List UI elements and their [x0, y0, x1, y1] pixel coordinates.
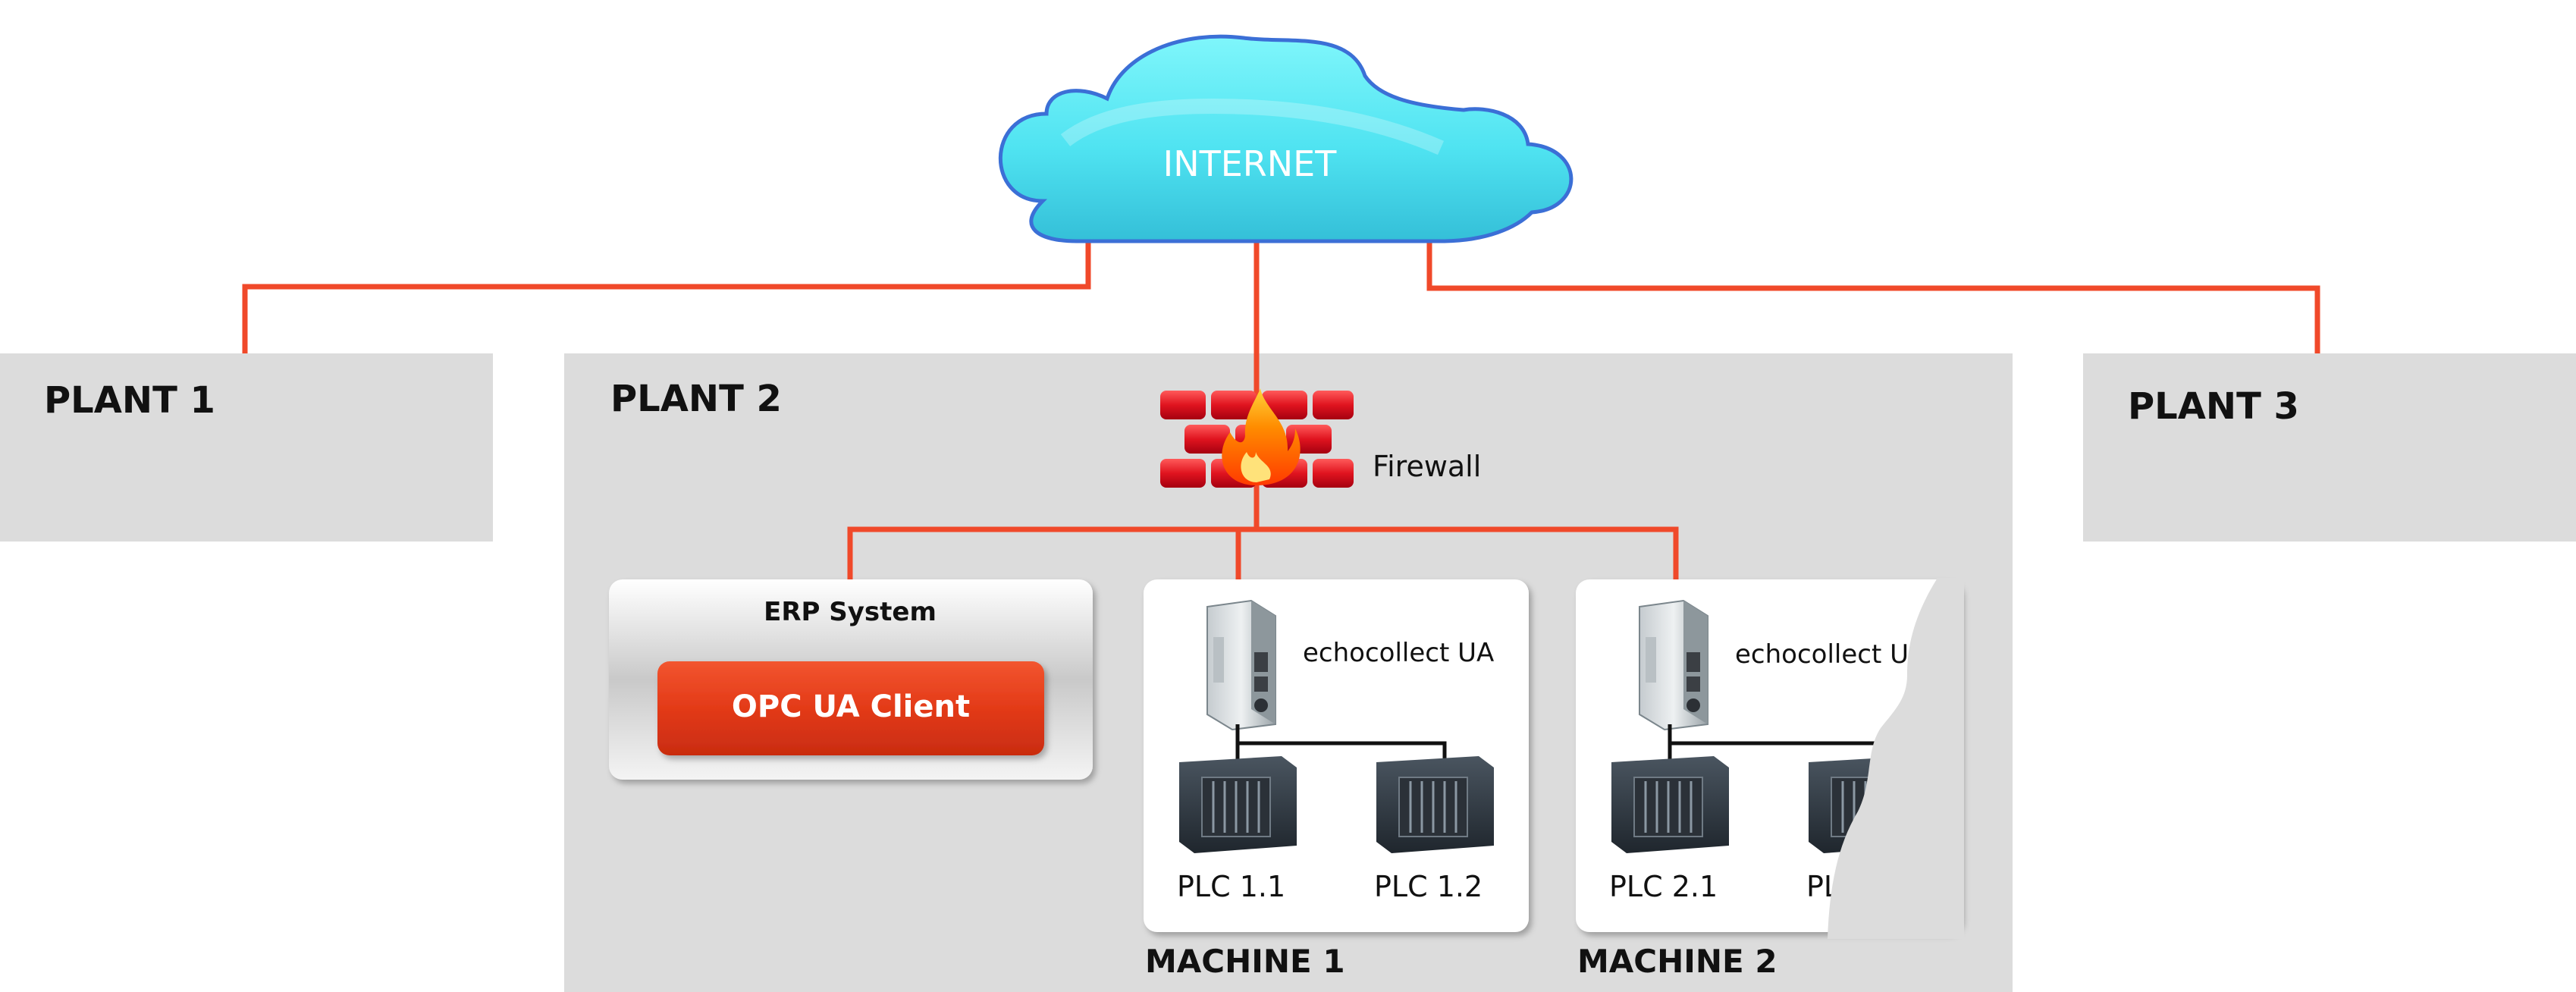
plc-label: PLC 1.1 [1177, 870, 1285, 903]
machine-2-panel: echocollect UA PLC 2.1 PL [1576, 578, 1964, 939]
firewall-icon [1160, 388, 1354, 488]
machine-1-panel: echocollect UA PLC 1.1 PLC 1.2 [1144, 579, 1529, 932]
plant-1-title: PLANT 1 [44, 379, 215, 422]
erp-system-title: ERP System [764, 597, 937, 627]
internet-label: INTERNET [1163, 143, 1338, 184]
plc-icon [1376, 756, 1494, 853]
machine-2-title: MACHINE 2 [1577, 943, 1777, 980]
line-cloud-to-plant-1 [242, 241, 1091, 353]
line-lan-bus [847, 526, 1679, 610]
line-cloud-to-plant-3 [1426, 241, 2320, 353]
echocollect-ua-device-icon [1206, 599, 1276, 731]
plc-bus [1238, 741, 1447, 762]
plc-label: PLC 1.2 [1374, 870, 1483, 903]
firewall-label: Firewall [1373, 450, 1481, 483]
opc-ua-client-label: OPC UA Client [732, 689, 970, 724]
opc-ua-client-button[interactable] [657, 661, 1044, 755]
erp-system-panel: ERP System OPC UA Client [609, 579, 1093, 780]
gateway-label: echocollect UA [1303, 638, 1494, 668]
gateway-label: echocollect UA [1735, 639, 1926, 670]
echocollect-ua-device-icon [1639, 599, 1708, 731]
plant-3-area [2083, 353, 2576, 542]
plc-label: PLC 2.1 [1609, 870, 1718, 903]
plant-3-title: PLANT 3 [2128, 385, 2299, 428]
flame-icon [1222, 388, 1301, 485]
plc-icon [1611, 756, 1729, 853]
torn-paper-overlay [1828, 578, 1964, 939]
internet-cloud: INTERNET [998, 34, 1574, 243]
connection-lines [242, 241, 2320, 610]
plant-1-area [0, 353, 493, 542]
plant-2-title: PLANT 2 [610, 378, 782, 420]
machine-1-title: MACHINE 1 [1145, 943, 1345, 980]
plc-icon [1179, 756, 1297, 853]
